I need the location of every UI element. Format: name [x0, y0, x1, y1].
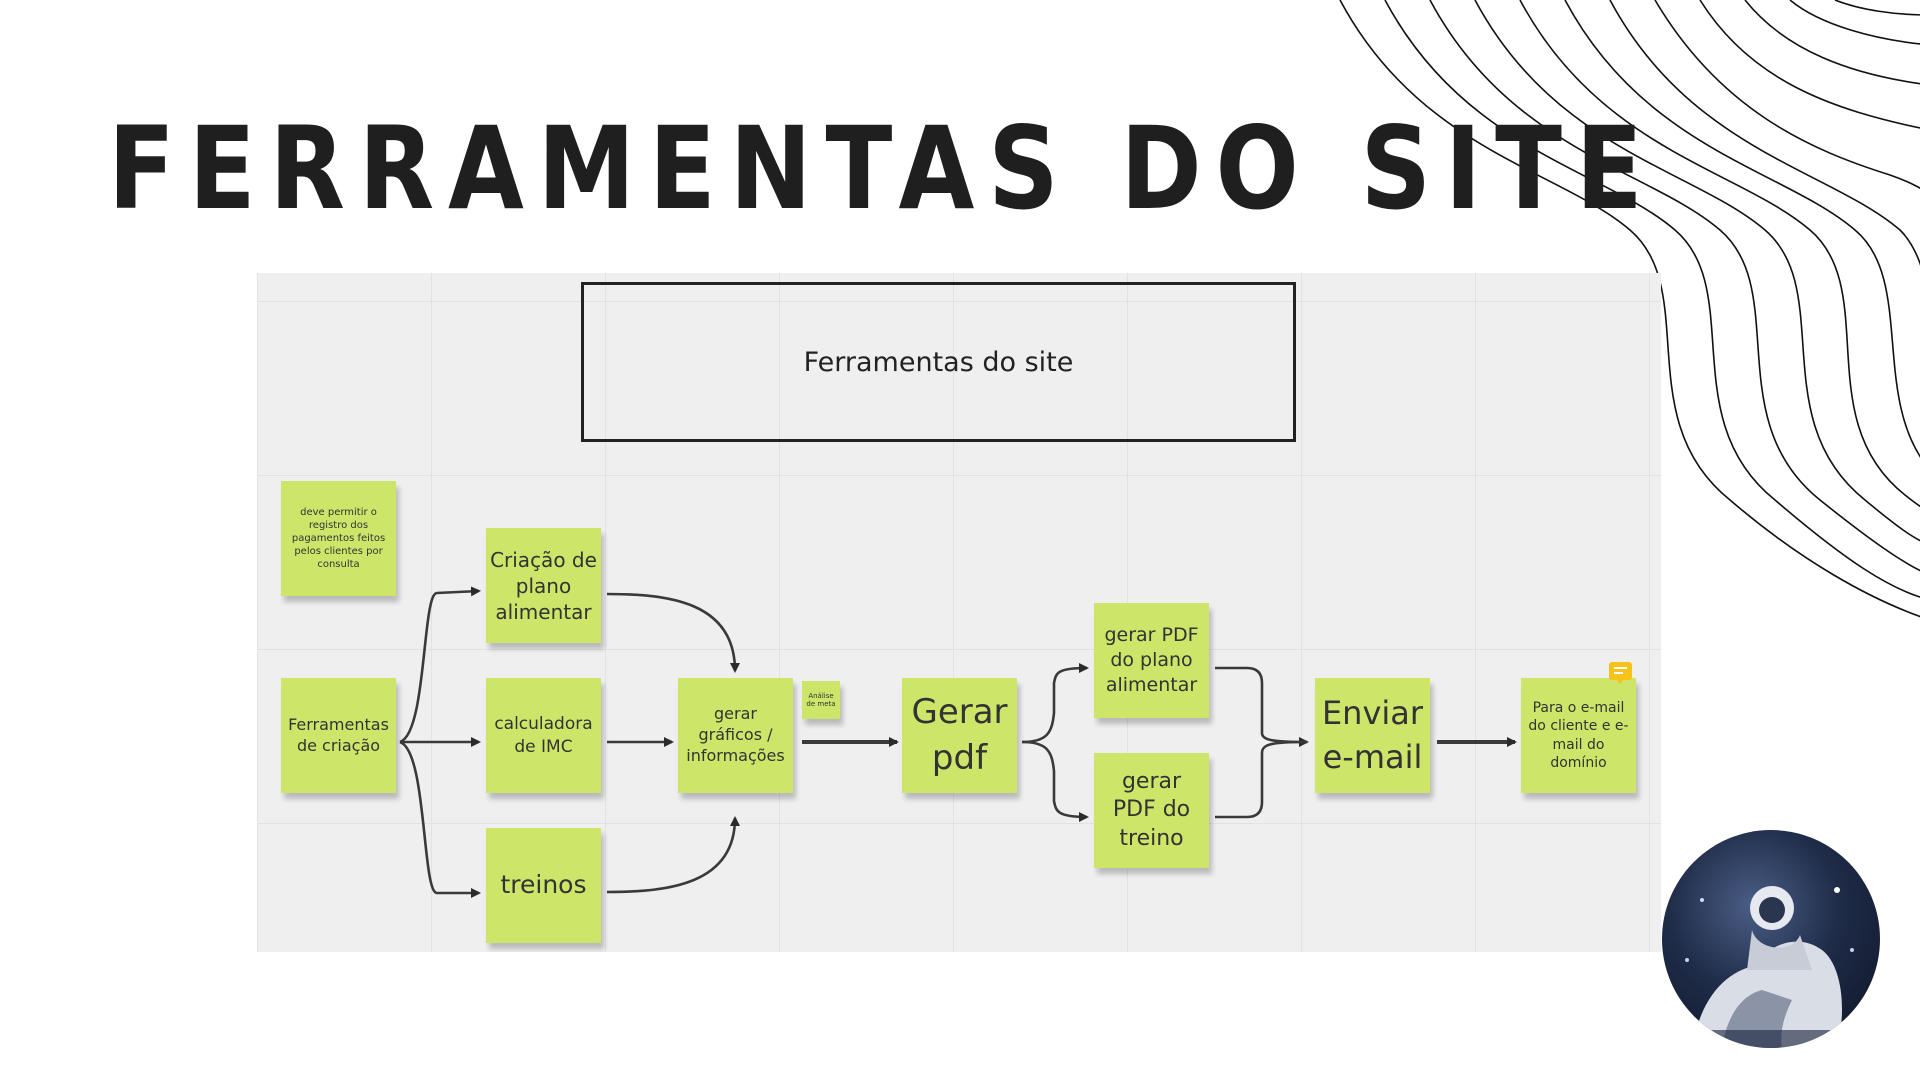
note-email-destination[interactable]: Para o e-mail do cliente e e-mail do dom… [1521, 678, 1636, 793]
connector-to-treinos [399, 740, 481, 898]
note-bmi-calculator[interactable]: calculadora de IMC [486, 678, 601, 793]
note-meal-plan-pdf[interactable]: gerar PDF do plano alimentar [1094, 603, 1209, 718]
connector-pdfplano-to-email [1215, 666, 1309, 747]
note-send-email[interactable]: Enviar e-mail [1315, 678, 1430, 793]
connector-pdf-to-pdftreino [1021, 740, 1089, 822]
note-payment-registry[interactable]: deve permitir o registro dos pagamentos … [281, 481, 396, 596]
note-creation-tools[interactable]: Ferramentas de criação [281, 678, 396, 793]
slide-title: FERRAMENTAS DO SITE [108, 102, 1657, 235]
connector-pdf-to-pdfplano [1021, 663, 1089, 744]
note-charts[interactable]: gerar gráficos / informações [678, 678, 793, 793]
note-generate-pdf[interactable]: Gerar pdf [902, 678, 1017, 793]
connector-to-plano [399, 586, 481, 744]
note-workouts[interactable]: treinos [486, 828, 601, 943]
note-meal-plan[interactable]: Criação de plano alimentar [486, 528, 601, 643]
comment-icon[interactable] [1609, 662, 1632, 684]
decorative-wave-lines [1339, 0, 1920, 618]
connector-plano-to-graficos [606, 592, 740, 673]
connector-pdftreino-to-email [1215, 740, 1308, 819]
diagram-board: Ferramentas do site deve permitir o regi… [257, 273, 1661, 952]
astronaut-avatar [1662, 830, 1880, 1048]
note-goal-analysis[interactable]: Análise de meta [802, 681, 840, 719]
connector-treinos-to-graficos [606, 816, 740, 894]
diagram-connectors [399, 586, 1517, 898]
note-workout-pdf[interactable]: gerar PDF do treino [1094, 753, 1209, 868]
board-title-frame: Ferramentas do site [581, 282, 1296, 442]
